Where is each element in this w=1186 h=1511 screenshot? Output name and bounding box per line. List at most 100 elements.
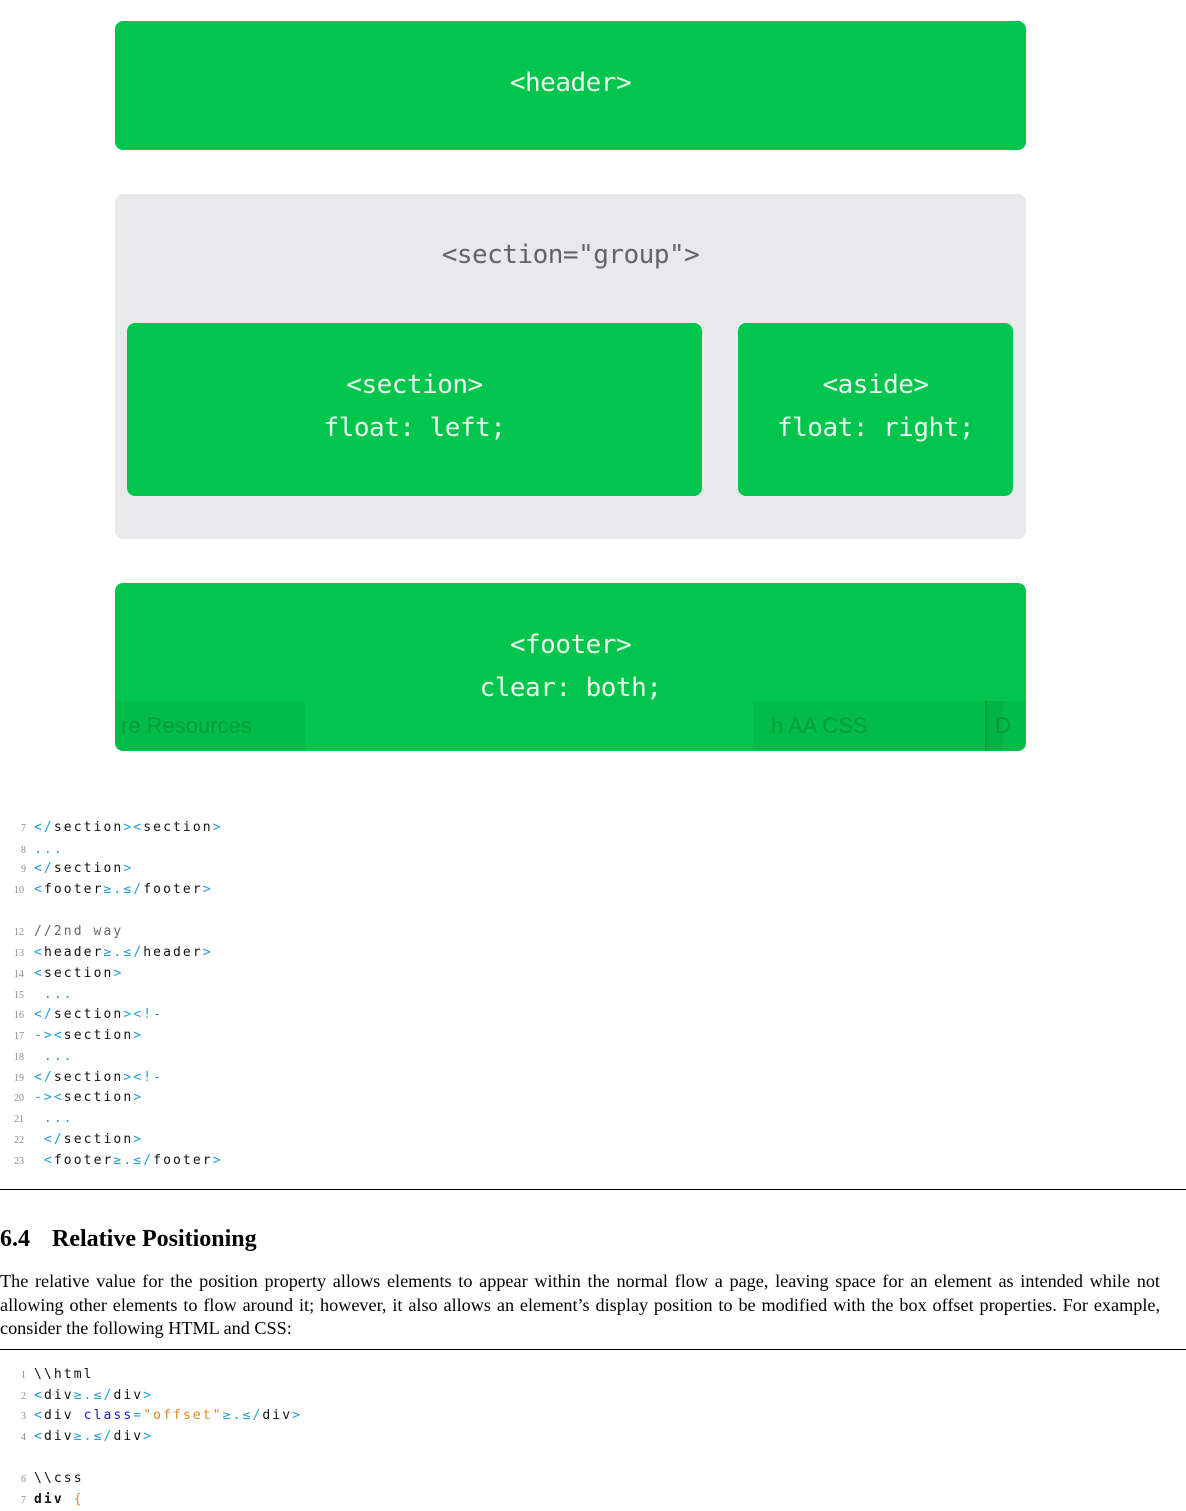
code-token: section [143, 820, 213, 835]
code-token: > [113, 966, 124, 981]
line-number: 7 [21, 823, 26, 834]
code-token: >< [123, 820, 144, 835]
aside-box: <aside> float: right; [738, 323, 1013, 496]
code-token: > [202, 945, 213, 960]
code-token: ≥. [73, 1429, 94, 1444]
code-token: ... [34, 987, 74, 1002]
line-number: 14 [14, 969, 24, 980]
ghost-toolbar-left: re Resources [115, 701, 305, 751]
line-number: 20 [14, 1093, 24, 1104]
code-token: > [133, 1132, 144, 1147]
code-token: footer [143, 882, 203, 897]
code-token: ≥. [103, 882, 124, 897]
code-token: div [113, 1429, 144, 1444]
code-token: > [212, 1153, 223, 1168]
code-token: div [43, 1429, 74, 1444]
code-line: 4<div≥.≤/div> [0, 1427, 153, 1447]
code-token: div [262, 1408, 293, 1423]
code-line: 18 ... [0, 1047, 74, 1067]
code-token: > [133, 1090, 144, 1105]
code-token: section [53, 1007, 124, 1022]
code-token: ≤/ [123, 882, 144, 897]
section-heading: 6.4 Relative Positioning [0, 1226, 257, 1253]
code-token: section [43, 966, 114, 981]
code-token: </ [34, 1070, 54, 1085]
code-token: ≤/ [93, 1388, 114, 1403]
code-token: ≥. [113, 1153, 134, 1168]
code-token: < [34, 1408, 44, 1423]
code-token: > [202, 882, 213, 897]
code-token: ≤/ [133, 1153, 154, 1168]
code-token: "offset" [143, 1408, 223, 1423]
code-token: ≥. [73, 1388, 94, 1403]
line-number: 9 [21, 864, 26, 875]
code-token: < [34, 1153, 54, 1168]
line-number: 19 [14, 1073, 24, 1084]
line-number: 3 [21, 1411, 26, 1422]
line-number: 22 [14, 1135, 24, 1146]
code-line: 23 <footer≥.≤/footer> [0, 1151, 223, 1171]
code-token: > [292, 1408, 303, 1423]
code-token: = [133, 1408, 144, 1423]
footer-box: <footer> clear: both; re Resources h AA … [115, 583, 1026, 751]
code-token: ... [34, 842, 64, 857]
code-token: ≥. [103, 945, 124, 960]
code-line: 22 </section> [0, 1130, 143, 1150]
code-token: { [73, 1492, 84, 1507]
section-title: Relative Positioning [52, 1226, 257, 1252]
line-number: 18 [14, 1052, 24, 1063]
code-line: 9</section> [0, 859, 133, 879]
section-number: 6.4 [0, 1226, 30, 1252]
code-token: < [34, 1429, 44, 1444]
line-number: 16 [14, 1010, 24, 1021]
code-token: div [43, 1408, 84, 1423]
code-line: 1\\html [0, 1365, 94, 1385]
code-token: div [34, 1492, 74, 1507]
code-token: //2nd way [34, 924, 124, 939]
section-float-label: float: left; [323, 413, 506, 443]
code-token: ≤/ [242, 1408, 263, 1423]
code-token: </ [34, 1132, 64, 1147]
code-line: 15 ... [0, 985, 74, 1005]
line-number: 10 [14, 885, 24, 896]
line-number: 15 [14, 990, 24, 1001]
code-line: 6\\css [0, 1469, 84, 1489]
code-line: 12//2nd way [0, 922, 123, 942]
code-token: </ [34, 861, 54, 876]
line-number: 2 [21, 1391, 26, 1402]
line-number: 23 [14, 1156, 24, 1167]
line-number: 17 [14, 1031, 24, 1042]
code-token: footer [53, 1153, 114, 1168]
footer-clear-label: clear: both; [479, 673, 662, 703]
code-token: > [212, 820, 223, 835]
code-token: </ [34, 1007, 54, 1022]
code-token: header [143, 945, 203, 960]
code-token: ->< [34, 1090, 64, 1105]
code-token: > [143, 1388, 154, 1403]
ghost-toolbar-right: h AA CSS [753, 701, 1003, 751]
header-label: <header> [509, 68, 632, 98]
code-token: </ [34, 820, 54, 835]
code-line: 17-><section> [0, 1026, 143, 1046]
code-token: < [34, 945, 44, 960]
code-token: section [63, 1090, 134, 1105]
ghost-toolbar-edge: D [985, 701, 1026, 751]
code-token: \\html [34, 1367, 94, 1382]
code-token: ... [34, 1049, 74, 1064]
code-line: 8... [0, 840, 64, 860]
code-token: ->< [34, 1028, 64, 1043]
code-token: ><!- [123, 1007, 164, 1022]
code-line: 2<div≥.≤/div> [0, 1386, 153, 1406]
line-number: 4 [21, 1432, 26, 1443]
line-number: 21 [14, 1114, 24, 1125]
code-token: section [63, 1028, 134, 1043]
aside-float-label: float: right; [777, 413, 975, 443]
footer-label: <footer> [509, 630, 632, 660]
code-token: ><!- [123, 1070, 164, 1085]
code-token: < [34, 1388, 44, 1403]
code-line: 19</section><!- [0, 1068, 163, 1088]
code-line: 13<header≥.≤/header> [0, 943, 213, 963]
divider-rule [0, 1189, 1186, 1190]
line-number: 8 [21, 845, 26, 856]
